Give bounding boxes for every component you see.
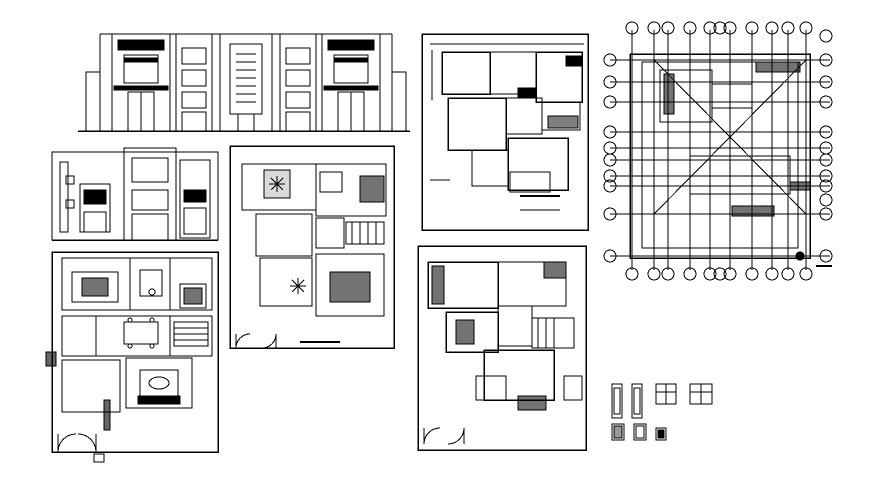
front-elevation bbox=[78, 33, 410, 132]
grid-bubbles-bottom bbox=[625, 267, 813, 281]
side-elevation bbox=[51, 147, 219, 241]
dimensioned-ground-floor-plan bbox=[421, 33, 589, 231]
door-window-details bbox=[611, 383, 713, 441]
grid-bubbles-top bbox=[625, 21, 813, 35]
grid-bubbles-right bbox=[819, 29, 833, 263]
dimensioned-first-floor-plan bbox=[417, 245, 587, 451]
structural-grid-layout bbox=[603, 21, 833, 281]
grid-bubbles-left bbox=[603, 53, 617, 263]
furnished-first-floor-plan bbox=[229, 145, 395, 349]
furnished-ground-floor-plan bbox=[45, 251, 219, 463]
